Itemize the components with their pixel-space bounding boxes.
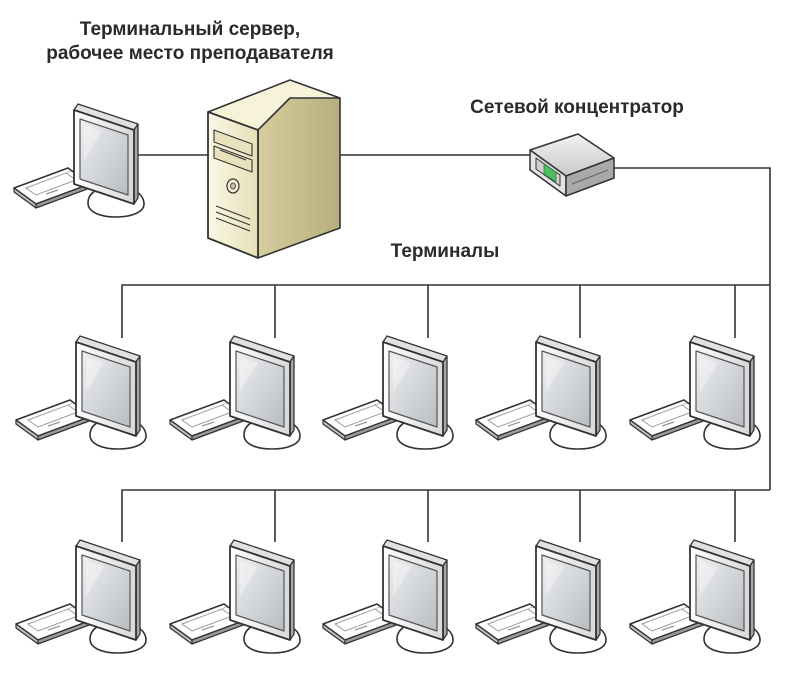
terminal-monitor-icon (629, 539, 761, 654)
terminal-monitor-icon (475, 539, 607, 654)
terminal-monitor-icon (629, 335, 761, 450)
terminal-monitor-icon (322, 539, 454, 654)
terminal-monitor-icon (169, 539, 301, 654)
terminal-monitor-icon (15, 335, 147, 450)
terminal-row-1 (15, 335, 761, 450)
terminal-monitor-icon (322, 335, 454, 450)
terminals-label: Терминалы (390, 241, 500, 262)
server-label-line-2: рабочее место преподавателя (46, 43, 334, 64)
server-label-line-1: Терминальный сервер, (79, 19, 301, 40)
server-label: Терминальный сервер, рабочее место препо… (40, 18, 340, 66)
teacher-workstation-icon (13, 103, 145, 218)
terminal-monitor-icon (15, 539, 147, 654)
network-hub-icon (529, 133, 615, 197)
terminal-monitor-icon (475, 335, 607, 450)
hub-label: Сетевой концентратор (470, 97, 684, 118)
server-tower-icon (207, 79, 341, 259)
terminal-row-2 (15, 539, 761, 654)
connection-lines (121, 154, 771, 542)
terminal-monitor-icon (169, 335, 301, 450)
